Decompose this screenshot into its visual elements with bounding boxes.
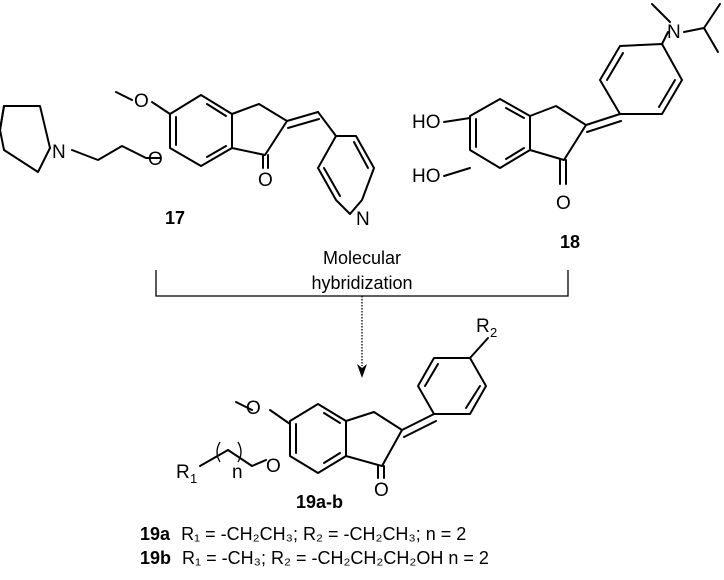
legend-label: 19b xyxy=(140,548,172,568)
c17-pyridine-nitrogen: N xyxy=(356,209,370,230)
c19-r1-label: R xyxy=(176,462,190,483)
compound-19-structure xyxy=(199,337,489,479)
arrow-caption-line2: hybridization xyxy=(311,273,412,293)
c18-ketone-oxygen: O xyxy=(556,193,571,214)
c19-ether-oxygen: O xyxy=(266,456,281,477)
hybridization-arrow xyxy=(155,270,569,378)
c19-n-index: n xyxy=(232,462,243,483)
c17-piperidine-nitrogen: N xyxy=(52,142,66,163)
arrow-caption-line1: Molecular xyxy=(323,248,401,268)
compound-17-label: 17 xyxy=(165,208,185,228)
legend-label: 19a xyxy=(140,524,171,544)
compound-18-label: 18 xyxy=(560,232,580,252)
c18-hydroxyl-lower: HO xyxy=(412,166,441,187)
compound-18-structure xyxy=(443,3,721,185)
c19-r2-subscript: 2 xyxy=(490,325,497,340)
legend-text: R₁ = -CH₂CH₃; R₂ = -CH₂CH₃; n = 2 xyxy=(181,524,467,544)
c19-methoxy-oxygen: O xyxy=(246,398,261,419)
legend-text: R₁ = -CH₃; R₂ = -CH₂CH₂CH₂OH n = 2 xyxy=(182,548,489,568)
c19-r1-subscript: 1 xyxy=(190,471,197,486)
c19-ketone-oxygen: O xyxy=(374,480,389,501)
c18-amine-nitrogen: N xyxy=(667,22,681,43)
c17-ketone-oxygen: O xyxy=(258,170,273,191)
compound-17-structure xyxy=(0,91,375,215)
c18-hydroxyl-upper: HO xyxy=(412,112,441,133)
c19-r2-label: R xyxy=(476,316,490,337)
c17-methoxy-oxygen: O xyxy=(134,91,149,112)
legend-row-19b: 19b R₁ = -CH₃; R₂ = -CH₂CH₂CH₂OH n = 2 xyxy=(140,548,489,569)
legend-row-19a: 19a R₁ = -CH₂CH₃; R₂ = -CH₂CH₃; n = 2 xyxy=(140,524,466,545)
compound-19-label: 19a-b xyxy=(296,492,343,512)
c17-ether-oxygen: O xyxy=(148,149,163,170)
